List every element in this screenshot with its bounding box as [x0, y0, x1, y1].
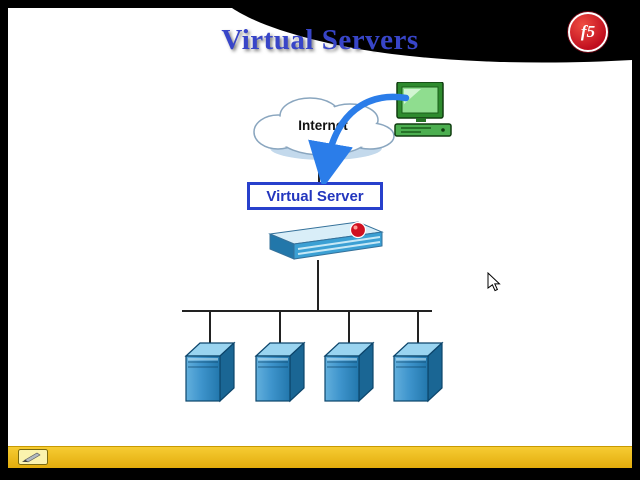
mouse-cursor	[487, 272, 501, 292]
workstation-icon	[394, 82, 452, 137]
connector-drop-line	[417, 311, 419, 344]
slide: Virtual Servers f5 Internet	[8, 8, 632, 468]
virtual-server-label: Virtual Server	[266, 187, 364, 205]
connector-line-horizontal	[182, 310, 432, 312]
f5-logo-icon: f5	[568, 12, 608, 52]
pen-tool-icon[interactable]	[18, 449, 48, 465]
server-tower-icon	[324, 342, 374, 402]
connector-drop-line	[209, 311, 211, 344]
top-swoosh-shape	[232, 8, 632, 63]
f5-appliance-icon	[268, 221, 384, 260]
flow-arrow-icon	[308, 93, 410, 184]
connector-drop-line	[348, 311, 350, 344]
server-tower-icon	[393, 342, 443, 402]
server-tower-icon	[255, 342, 305, 402]
footer-bar	[8, 446, 632, 468]
connector-drop-line	[279, 311, 281, 344]
connector-line-appliance-down	[317, 260, 319, 311]
virtual-server-label-box: Virtual Server	[247, 182, 383, 210]
f5-logo-text: f5	[580, 22, 596, 41]
server-tower-icon	[185, 342, 235, 402]
page-title: Virtual Servers	[221, 24, 419, 56]
server-row	[185, 342, 443, 402]
